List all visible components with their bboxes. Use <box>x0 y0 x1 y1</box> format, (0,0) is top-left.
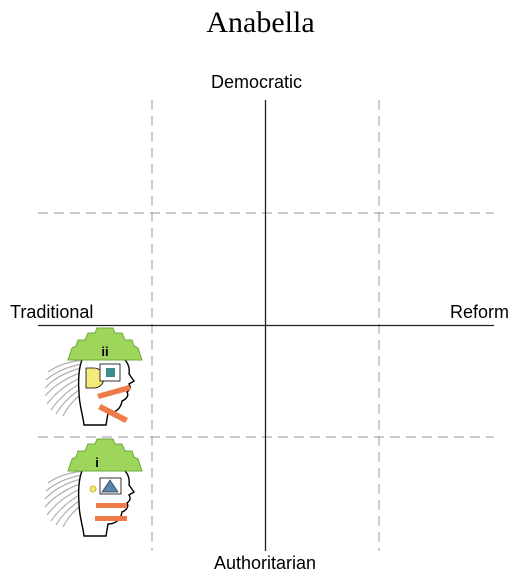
grid-lines <box>38 100 494 551</box>
figure-numeral: ii <box>101 344 108 359</box>
mouth-bar-lower <box>98 404 128 423</box>
axis-label-democratic: Democratic <box>211 72 303 92</box>
eye-triangle <box>101 479 119 493</box>
hat-gear <box>67 438 143 472</box>
figure-i: i <box>44 438 143 537</box>
figure-numeral: i <box>95 455 99 470</box>
hat-gear <box>67 327 143 361</box>
mouth-bar-upper <box>97 385 131 399</box>
eye-square <box>106 368 115 377</box>
mouth-bar-lower <box>95 516 127 521</box>
axis-label-reform: Reform <box>450 302 510 322</box>
figure-ii: ii <box>44 327 143 426</box>
page-title: Anabella <box>206 6 315 39</box>
head-outline <box>77 466 136 537</box>
cheek-dot <box>89 485 97 493</box>
axis-label-traditional: Traditional <box>10 302 94 322</box>
axis-label-authoritarian: Authoritarian <box>214 553 317 573</box>
mouth-bar-upper <box>96 503 127 508</box>
